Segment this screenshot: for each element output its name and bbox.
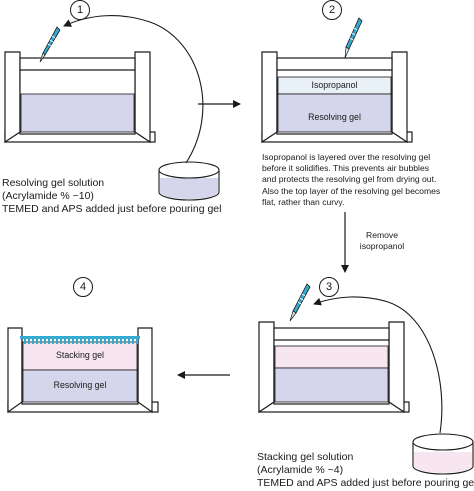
step2-resolving-gel-label: Resolving gel bbox=[308, 112, 361, 122]
step2-note: Isopropanol is layered over the resolvin… bbox=[262, 152, 474, 208]
step2-note-line: flat, rather than curvy. bbox=[262, 196, 345, 207]
step4-resolving-gel-layer bbox=[22, 369, 138, 403]
step3-caption: Stacking gel solution (Acrylamide % ~4) … bbox=[257, 451, 474, 490]
step2-note-line: and protects the resolving gel from dryi… bbox=[262, 174, 437, 185]
step2-isopropanol-label: Isopropanol bbox=[311, 80, 358, 90]
step2-note-line: Isopropanol is layered over the resolvin… bbox=[262, 152, 431, 162]
step3-pour-arrow bbox=[313, 296, 443, 434]
remove-line: isopropanol bbox=[359, 241, 405, 251]
step4-stacking-gel-label: Stacking gel bbox=[56, 350, 104, 360]
step2-left-clamp bbox=[261, 51, 278, 144]
step1-pour-arrow bbox=[63, 15, 204, 164]
step1-left-clamp bbox=[4, 51, 21, 144]
step3-stacking-gel-layer bbox=[274, 345, 389, 369]
step3-pipette-icon bbox=[289, 283, 311, 322]
step-number-3: 3 bbox=[319, 277, 339, 297]
step1-caption-line: TEMED and APS added just before pouring … bbox=[2, 203, 222, 216]
step3-caption-line: (Acrylamide % ~4) bbox=[257, 464, 344, 477]
step1-right-clamp bbox=[134, 51, 151, 144]
step4-resolving-gel-label: Resolving gel bbox=[53, 380, 107, 390]
step-number-1: 1 bbox=[70, 0, 90, 20]
step1-caption-line: (Acrylamide % ~10) bbox=[2, 190, 94, 203]
step2-right-clamp bbox=[391, 51, 408, 144]
step4-left-clamp bbox=[7, 327, 23, 414]
step1-caption: Resolving gel solution (Acrylamide % ~10… bbox=[2, 177, 221, 216]
step3-beaker-icon bbox=[412, 433, 474, 475]
step-number-4: 4 bbox=[73, 277, 93, 297]
step3-caption-line: Stacking gel solution bbox=[257, 451, 354, 463]
step3-right-clamp bbox=[388, 321, 405, 414]
remove-isopropanol-label: Remove isopropanol bbox=[350, 230, 414, 252]
step3-caption-line: TEMED and APS added just before pouring … bbox=[257, 477, 474, 490]
step2-resolving-gel-layer bbox=[277, 93, 392, 133]
step-number-2: 2 bbox=[322, 0, 342, 20]
remove-line: Remove bbox=[366, 230, 398, 240]
step4-right-clamp bbox=[137, 327, 153, 414]
step4-comb-icon bbox=[20, 336, 140, 344]
step2-note-line: Also the top layer of the resolving gel … bbox=[262, 185, 441, 196]
step1-caption-line: Resolving gel solution bbox=[2, 177, 105, 189]
step3-left-clamp bbox=[258, 321, 275, 414]
step2-note-line: before it solidifies. This prevents air … bbox=[262, 163, 430, 174]
step3-resolving-gel-layer bbox=[274, 367, 389, 403]
step2-pipette-icon bbox=[344, 17, 363, 59]
step1-resolving-gel-layer bbox=[20, 93, 135, 133]
step1-pipette-icon bbox=[39, 26, 61, 63]
step1-beaker-icon bbox=[158, 161, 220, 201]
